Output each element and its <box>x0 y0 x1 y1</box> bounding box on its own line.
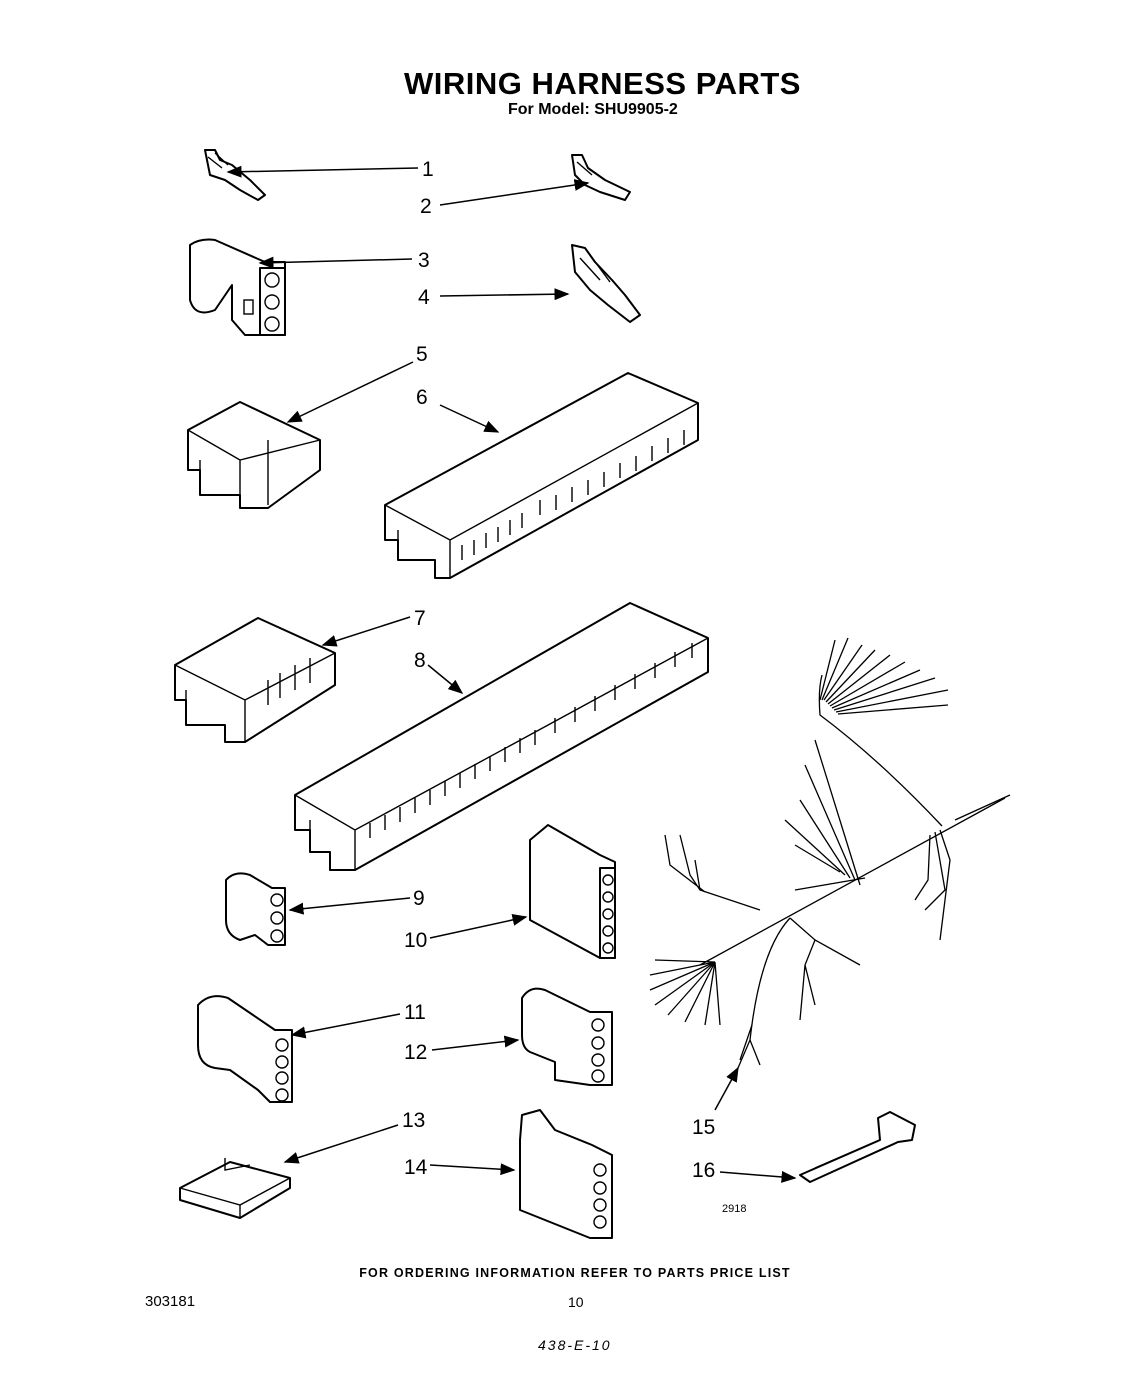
page-title: WIRING HARNESS PARTS <box>404 66 801 101</box>
part-4-terminal <box>571 244 641 323</box>
part-3-plug <box>189 238 286 336</box>
part-12-plug <box>521 987 613 1086</box>
part-7-housing <box>174 617 336 743</box>
part-14-connector <box>519 1109 613 1239</box>
callout-3: 3 <box>418 249 430 272</box>
part-13-connector <box>179 1158 291 1219</box>
leader-lines <box>226 165 797 1183</box>
handwritten-code: 438-E-10 <box>538 1337 612 1353</box>
callout-1: 1 <box>422 158 434 181</box>
part-6-long-housing <box>384 372 699 579</box>
callout-14: 14 <box>404 1156 428 1179</box>
part-16-cable-tie <box>799 1111 916 1183</box>
callout-12: 12 <box>404 1041 427 1064</box>
part-10-connector <box>529 824 616 959</box>
page-number: 10 <box>568 1294 584 1310</box>
part-8-long-housing <box>294 602 709 871</box>
ordering-note: FOR ORDERING INFORMATION REFER TO PARTS … <box>359 1266 791 1280</box>
callout-10: 10 <box>404 929 427 952</box>
part-11-plug <box>197 995 293 1103</box>
callout-11: 11 <box>404 1001 426 1024</box>
part-1-terminal <box>204 149 266 201</box>
callout-7: 7 <box>414 607 426 630</box>
callout-2: 2 <box>420 195 432 218</box>
callout-16: 16 <box>692 1159 715 1182</box>
part-15-wiring-harness <box>649 637 1011 1076</box>
model-subtitle: For Model: SHU9905-2 <box>508 101 678 118</box>
document-number: 303181 <box>145 1293 196 1310</box>
callout-9: 9 <box>413 887 425 910</box>
part-2-terminal <box>571 154 631 201</box>
part-9-plug <box>225 872 286 946</box>
figure-code: 2918 <box>722 1203 747 1215</box>
part-5-housing <box>187 401 321 509</box>
callout-6: 6 <box>416 386 428 409</box>
callout-8: 8 <box>414 649 426 672</box>
callout-13: 13 <box>402 1109 425 1132</box>
callout-numbers: 1 2 3 4 5 6 7 8 9 10 11 12 13 14 15 16 <box>402 158 715 1182</box>
callout-15: 15 <box>692 1116 715 1139</box>
callout-5: 5 <box>416 343 428 366</box>
callout-4: 4 <box>418 286 430 309</box>
